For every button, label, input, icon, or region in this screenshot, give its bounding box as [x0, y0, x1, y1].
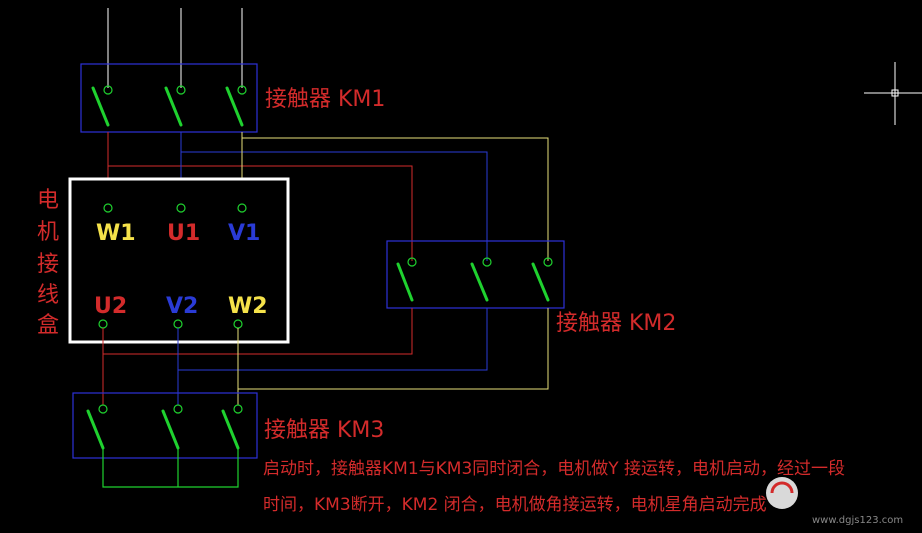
km2-contactor — [386, 240, 565, 309]
crosshair-cursor-icon — [864, 62, 922, 125]
km3-label: 接触器 KM3 — [264, 418, 384, 443]
supply-wires — [107, 8, 243, 88]
terminal-u2: U2 — [94, 294, 127, 319]
side-char: 电 — [37, 188, 59, 213]
motor-box-side-label: 电 机 接 线 盒 — [37, 188, 59, 338]
side-char: 盒 — [37, 313, 59, 338]
terminal-v1: V1 — [228, 221, 260, 246]
description-line1: 启动时，接触器KM1与KM3同时闭合，电机做Y 接运转，电机启动，经过一段 — [263, 459, 845, 479]
watermark-url: www.dgjs123.com — [812, 515, 903, 526]
description-line2: 时间，KM3断开，KM2 闭合，电机做角接运转，电机星角启动完成 — [263, 495, 767, 515]
watermark-name: 电工技术之家 — [800, 483, 909, 505]
motor-terminal-box: W1 U1 V1 U2 V2 W2 — [68, 177, 290, 344]
wires-to-km3 — [102, 328, 239, 405]
terminal-u1: U1 — [167, 221, 200, 246]
side-char: 线 — [37, 283, 59, 308]
wires-km2 — [103, 308, 549, 390]
km2-label: 接触器 KM2 — [556, 311, 676, 336]
km1-contactor — [80, 63, 258, 133]
side-char: 机 — [37, 220, 59, 245]
km1-label: 接触器 KM1 — [265, 87, 385, 112]
km3-contactor — [72, 392, 258, 488]
terminal-w1: W1 — [96, 221, 136, 246]
wires-km1 — [107, 132, 549, 261]
side-char: 接 — [37, 252, 59, 277]
terminal-w2: W2 — [228, 294, 268, 319]
watermark: 电工技术之家 www.dgjs123.com — [766, 477, 909, 526]
terminal-v2: V2 — [166, 294, 198, 319]
